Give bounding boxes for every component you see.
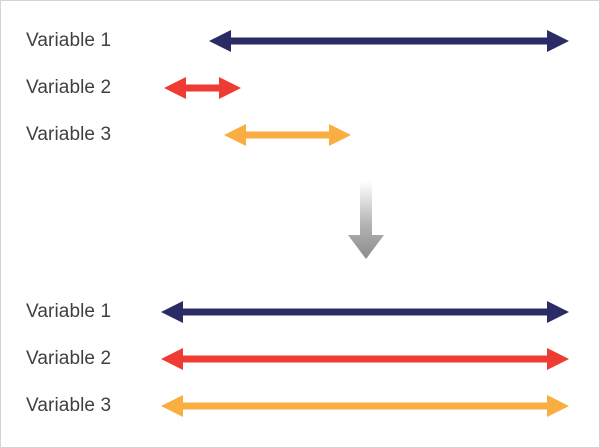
- variable-row: Variable 2: [1, 65, 599, 111]
- double-headed-arrow-icon: [224, 112, 351, 158]
- variable-row: Variable 3: [1, 112, 599, 158]
- double-headed-arrow-icon: [164, 65, 241, 111]
- variable-label: Variable 2: [26, 348, 112, 369]
- panel-after-harmonization: Variable 1 Variable 2 Variable 3: [1, 289, 599, 447]
- variable-label: Variable 1: [26, 30, 112, 51]
- variable-label: Variable 3: [26, 124, 112, 145]
- variable-row: Variable 2: [1, 336, 599, 382]
- variable-row: Variable 1: [1, 289, 599, 335]
- variable-label: Variable 3: [26, 395, 112, 416]
- variable-row: Variable 3: [1, 383, 599, 429]
- variable-label: Variable 2: [26, 77, 112, 98]
- panel-before-harmonization: Variable 1 Variable 2 Variable 3: [1, 1, 599, 176]
- double-headed-arrow-icon: [161, 336, 569, 382]
- double-headed-arrow-icon: [161, 289, 569, 335]
- down-arrow-icon: [346, 181, 386, 265]
- double-headed-arrow-icon: [161, 383, 569, 429]
- variable-row: Variable 1: [1, 18, 599, 64]
- double-headed-arrow-icon: [209, 18, 569, 64]
- variable-label: Variable 1: [26, 301, 112, 322]
